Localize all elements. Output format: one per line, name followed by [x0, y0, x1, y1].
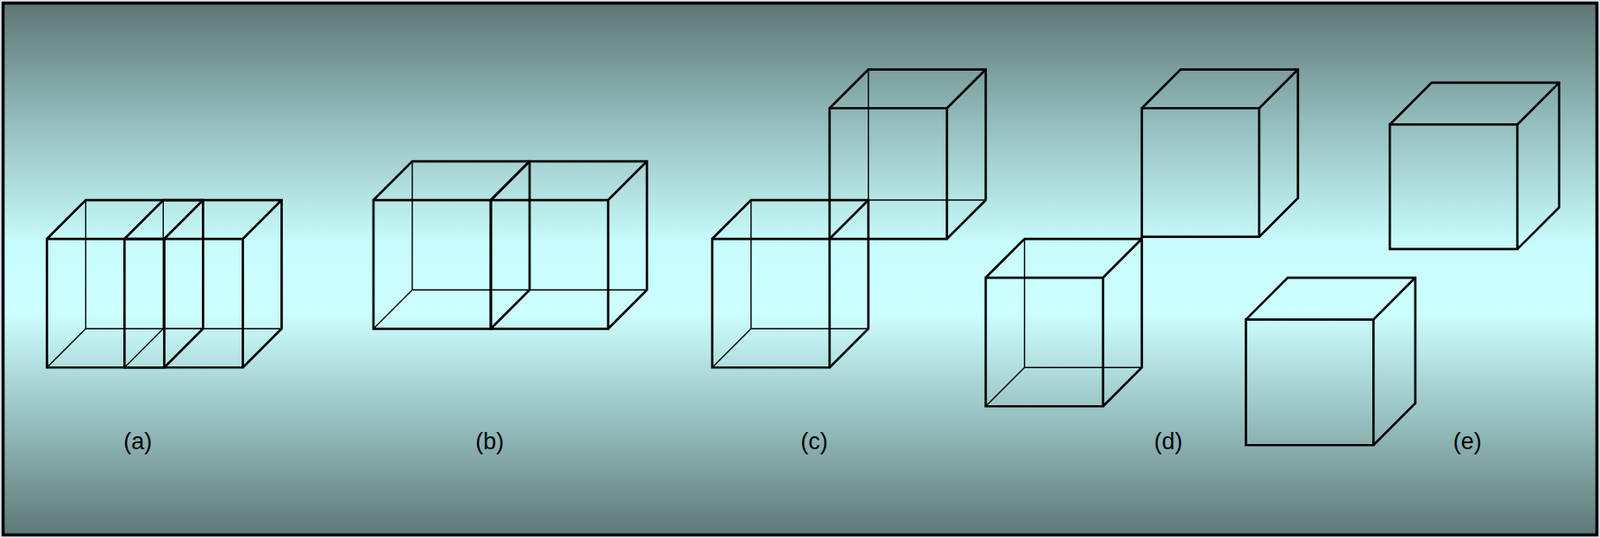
cube-pair-c: [712, 69, 986, 369]
cube-outline: [124, 200, 282, 368]
hidden-edges: [712, 200, 869, 368]
cube-pair-d: [985, 69, 1299, 408]
figure-label: (e): [1453, 428, 1482, 456]
cube-outline: [829, 69, 986, 240]
figure-label: (b): [475, 428, 504, 456]
cube-outline: [712, 200, 869, 368]
cube-pair-e: [1245, 82, 1559, 446]
hidden-edges: [829, 69, 986, 240]
cube-outline: [373, 161, 530, 329]
cube-outline: [985, 238, 1142, 407]
background-panel: [3, 3, 1598, 536]
figure-label: (d): [1154, 428, 1183, 456]
cube-pair-a: [46, 200, 282, 368]
cube-outline: [1141, 69, 1299, 238]
hidden-edges: [985, 238, 1142, 407]
cube-pair-b: [373, 161, 647, 329]
cube-outline: [1389, 82, 1559, 250]
cube-outline: [490, 161, 647, 329]
cube-outline: [1245, 277, 1415, 446]
hidden-edges: [373, 161, 530, 329]
figure-label: (a): [123, 428, 152, 456]
hidden-edges: [490, 161, 647, 329]
figure-label: (c): [800, 428, 828, 456]
